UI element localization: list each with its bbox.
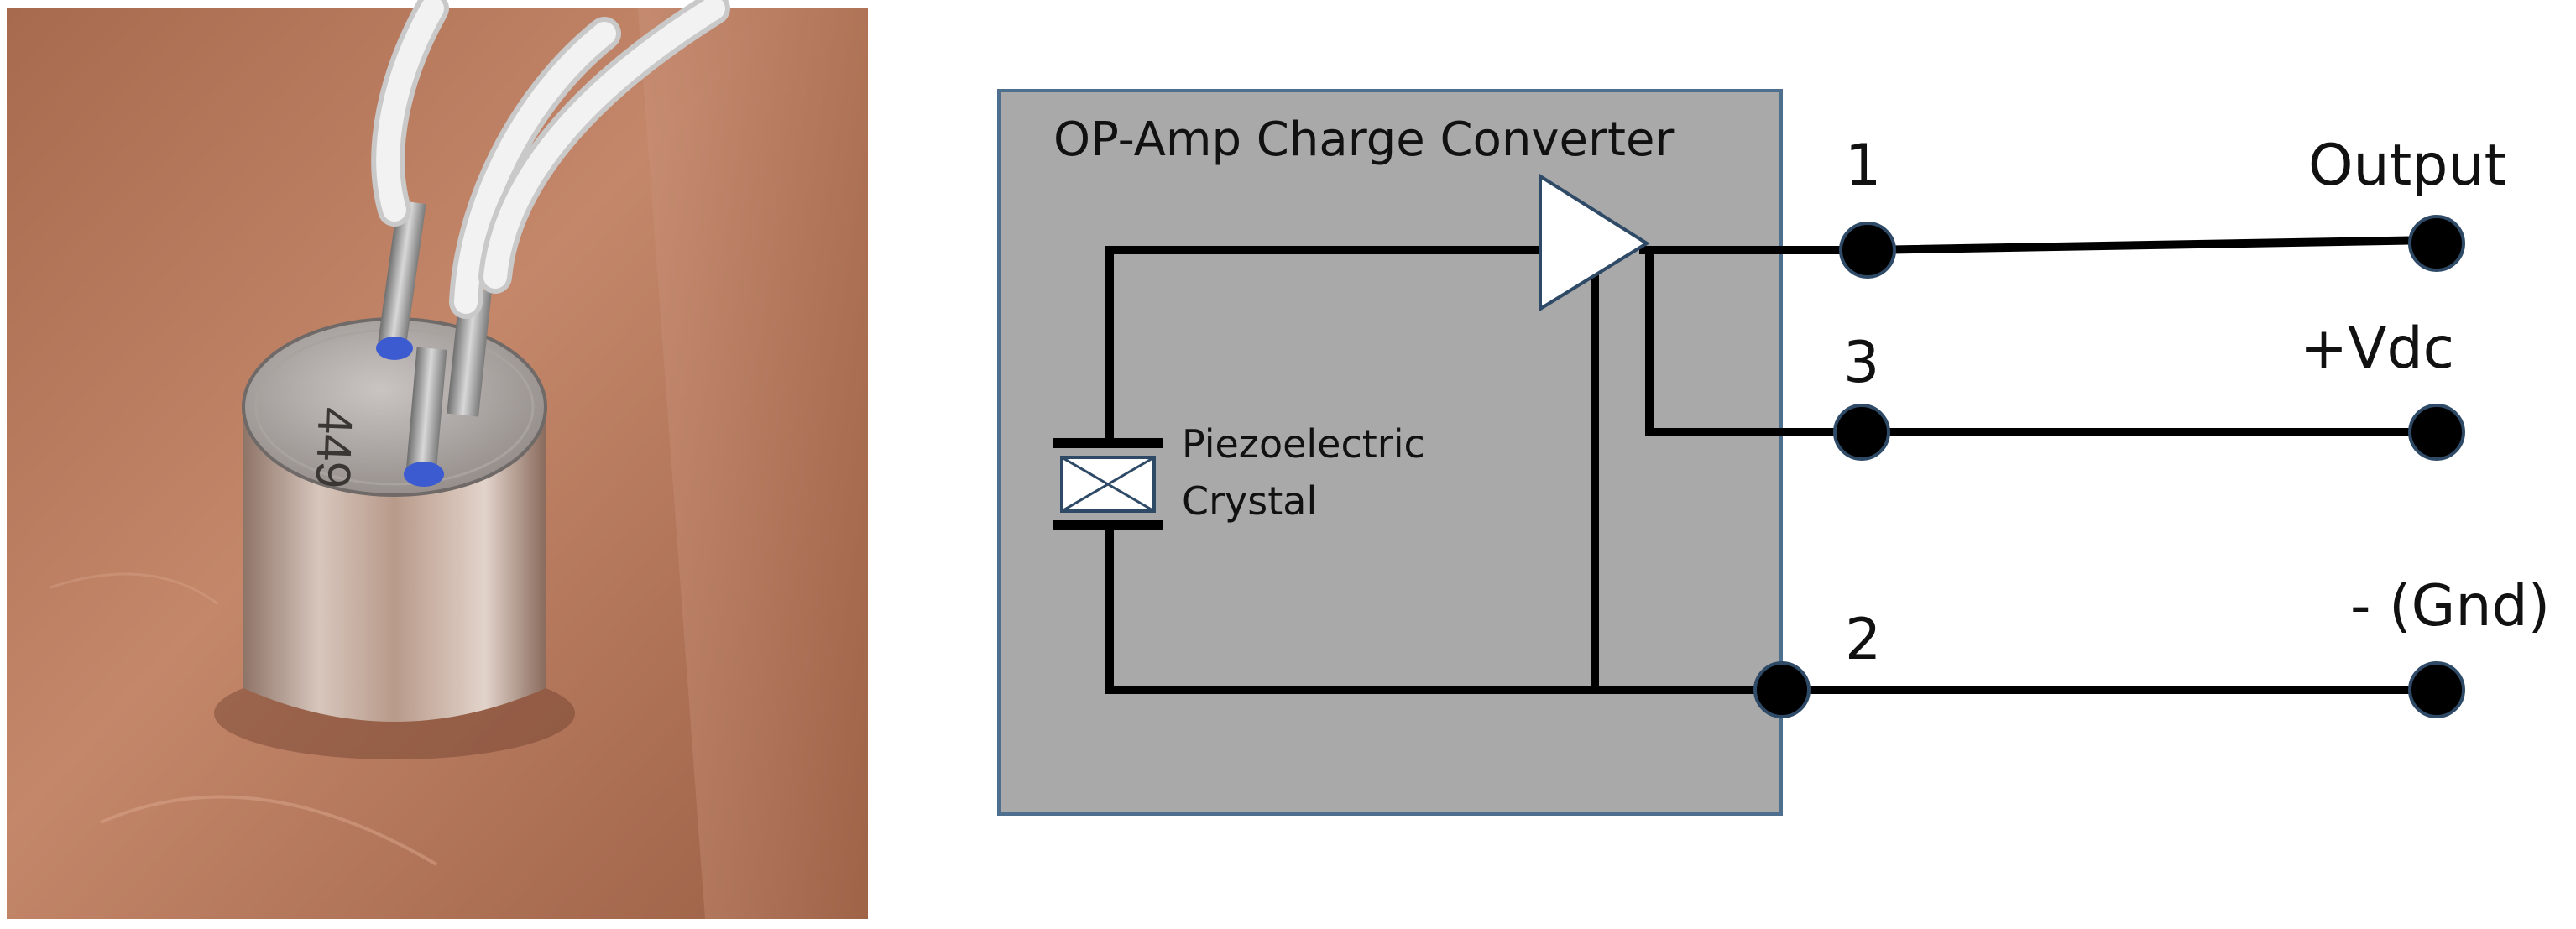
pin-3-terminal xyxy=(1833,404,1890,461)
sensor-photo: 449 xyxy=(7,0,868,919)
copper-plate-scratch xyxy=(100,795,438,866)
pin-2-terminal xyxy=(1753,661,1811,718)
connector-pins xyxy=(376,200,492,487)
accelerometer-body xyxy=(242,317,547,722)
copper-plate-edge xyxy=(638,8,868,919)
vdc-terminal xyxy=(2408,404,2465,461)
crystal-label-line2: Crystal xyxy=(1182,478,1317,524)
piezo-crystal-symbol xyxy=(1053,438,1163,530)
pin-1-terminal xyxy=(1839,222,1896,279)
blue-insulator xyxy=(376,337,413,360)
copper-plate-scratch xyxy=(50,572,219,606)
blue-insulator xyxy=(404,462,444,487)
pin-3-number: 3 xyxy=(1843,330,1879,396)
output-terminal xyxy=(2408,215,2465,272)
pin-1-number: 1 xyxy=(1845,133,1881,199)
crystal-label-line1: Piezoelectric xyxy=(1182,421,1425,467)
pin-1-label: Output xyxy=(2308,133,2506,199)
pin-2-label: - (Gnd) xyxy=(2350,573,2550,639)
part-marking: 449 xyxy=(306,406,363,489)
converter-box-title: OP-Amp Charge Converter xyxy=(1053,112,1675,167)
gnd-terminal xyxy=(2408,661,2465,718)
op-amp-symbol xyxy=(1539,173,1650,312)
circuit-diagram: OP-Amp Charge Converter xyxy=(997,89,2550,816)
pin-terminals xyxy=(1753,215,2465,718)
sensor-cables xyxy=(371,0,730,319)
pin-2-number: 2 xyxy=(1845,607,1881,673)
pin-3-label: +Vdc xyxy=(2300,316,2454,382)
circuit-wires xyxy=(1105,235,2442,694)
